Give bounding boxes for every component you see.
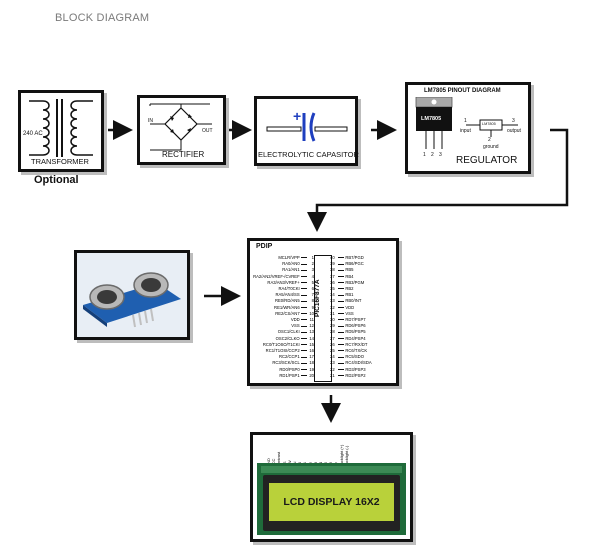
lm7805-package-icon xyxy=(415,97,453,149)
capacitor-label: ELECTROLYTIC CAPASITOR xyxy=(258,150,359,159)
mcu-pin-left-10: RE2/CS/AN7 10 xyxy=(275,310,314,316)
mcu-pin-right-3: 38 RB5 xyxy=(330,267,354,273)
page-title: BLOCK DIAGRAM xyxy=(55,12,150,24)
arrow-regulator-microcontroller xyxy=(307,128,569,232)
mcu-pin-left-2: RA0/AN0 2 xyxy=(282,261,314,267)
rectifier-out-label: OUT xyxy=(202,128,213,134)
mcu-pin-left-11: VDD 11 xyxy=(290,317,314,322)
mcu-pin-right-8: 33 RB0/INT xyxy=(330,298,362,304)
mcu-pin-left-14: OSC2/CLKO 14 xyxy=(275,335,314,341)
mcu-pin-right-13: 28 RD5/PSP5 xyxy=(330,329,366,335)
mcu-pin-left-17: RC2/CCP1 17 xyxy=(278,354,314,360)
regulator-schem-pin-2: 2 xyxy=(488,137,491,143)
lcd-pcb: LCD DISPLAY 16X2 xyxy=(257,463,406,535)
lcd-block: GNDVCCContrastRSRWEND0D1D2D3D4D5D6D7Back… xyxy=(250,432,413,542)
rectifier-block: IN OUT RECTIFIER xyxy=(137,95,226,165)
mcu-pin-right-11: 30 RD7/PSP7 xyxy=(330,317,366,322)
regulator-schematic-chip: LM7805 xyxy=(482,122,496,126)
regulator-pin-3: 3 xyxy=(439,152,442,158)
mcu-pin-right-17: 24 RC5/SDO xyxy=(330,354,364,360)
mcu-pin-right-4: 37 RB4 xyxy=(330,273,354,279)
transformer-input-label: 240 AC xyxy=(23,131,43,137)
mcu-pin-left-6: RA4/T0CKI 6 xyxy=(278,286,314,291)
mcu-part-label: PIC16F877A xyxy=(314,279,321,317)
mcu-pin-left-3: RA1/AN1 3 xyxy=(282,267,314,273)
mcu-pin-right-16: 25 RC6/TX/CK xyxy=(330,348,368,353)
mcu-pin-left-18: RC3/SCK/SCL 18 xyxy=(272,360,314,366)
lcd-screen: LCD DISPLAY 16X2 xyxy=(269,483,394,521)
regulator-chip-text: LM7805 xyxy=(421,116,442,122)
mcu-pin-left-15: RC0/T1OSO/T1CKI 15 xyxy=(262,341,314,347)
regulator-pin-1: 1 xyxy=(423,152,426,158)
mcu-pin-left-1: MCLR/VPP 1 xyxy=(278,255,314,260)
mcu-pin-left-13: OSC1/CLKI 13 xyxy=(277,329,314,335)
transformer-label: TRANSFORMER xyxy=(31,157,89,166)
mcu-pin-right-1: 40 RB7/PGD xyxy=(330,255,364,260)
ultrasonic-sensor-block xyxy=(74,250,190,340)
mcu-pin-right-9: 32 VDD xyxy=(330,304,355,310)
mcu-pin-left-8: RE0/RD/AN5 8 xyxy=(274,298,314,304)
lcd-display-text: LCD DISPLAY 16X2 xyxy=(283,496,380,508)
capacitor-icon: + xyxy=(266,108,348,142)
mcu-pin-right-10: 31 VSS xyxy=(330,310,354,316)
mcu-pin-right-18: 23 RC4/SDI/SDA xyxy=(330,360,372,366)
regulator-label: REGULATOR xyxy=(456,155,518,166)
regulator-pin-2: 2 xyxy=(431,152,434,158)
lcd-bezel: LCD DISPLAY 16X2 xyxy=(263,475,400,531)
mcu-pin-right-5: 36 RB3/PGM xyxy=(330,279,365,285)
mcu-pin-left-20: RD1/PSP1 20 xyxy=(279,372,314,378)
lcd-pcb-strip xyxy=(261,466,402,473)
rectifier-label: RECTIFIER xyxy=(162,150,205,159)
mcu-pin-left-4: RA2/AN2/VREF-/CVREF 4 xyxy=(253,273,314,279)
mcu-pin-right-15: 26 RC7/RX/DT xyxy=(330,341,368,347)
regulator-block: LM7805 PINOUT DIAGRAM LM7805 1 2 3 LM780… xyxy=(405,82,531,174)
mcu-pin-left-7: RA5/AN4/SS 7 xyxy=(275,292,314,298)
mcu-pin-right-6: 35 RB2 xyxy=(330,286,354,291)
regulator-schematic-icon xyxy=(466,119,518,137)
transformer-optional-note: Optional xyxy=(34,174,79,186)
transformer-icon xyxy=(29,99,93,157)
mcu-package-label: PDIP xyxy=(256,243,273,250)
mcu-pin-right-7: 34 RB1 xyxy=(330,292,354,298)
regulator-ground-label: ground xyxy=(483,144,499,150)
bridge-rectifier-icon xyxy=(149,103,212,151)
capacitor-block: + ELECTROLYTIC CAPASITOR xyxy=(254,96,359,166)
regulator-schem-pin-3: 3 xyxy=(512,118,515,124)
mcu-pin-right-20: 21 RD2/PSP2 xyxy=(330,372,366,378)
mcu-pin-left-9: RE1/WR/AN6 9 xyxy=(274,304,314,310)
mcu-pin-left-5: RA3/AN3/VREF+ 5 xyxy=(267,279,314,285)
regulator-header: LM7805 PINOUT DIAGRAM xyxy=(424,88,501,94)
mcu-pin-right-12: 29 RD6/PSP6 xyxy=(330,323,366,329)
rectifier-in-label: IN xyxy=(148,118,153,124)
regulator-output-label: output xyxy=(507,128,521,134)
mcu-chip-body xyxy=(314,255,332,382)
mcu-pin-right-14: 27 RD4/PSP4 xyxy=(330,335,366,341)
mcu-pin-right-2: 39 RB6/PGC xyxy=(330,261,364,267)
mcu-pin-right-19: 22 RD3/PSP3 xyxy=(330,366,366,372)
ultrasonic-sensor-image xyxy=(77,253,187,337)
transformer-block: 240 AC TRANSFORMER xyxy=(18,90,104,172)
mcu-pin-left-19: RD0/PSP0 19 xyxy=(279,366,314,372)
svg-text:+: + xyxy=(293,108,301,124)
regulator-schem-pin-1: 1 xyxy=(464,118,467,124)
regulator-input-label: input xyxy=(460,128,471,134)
mcu-pin-left-12: VSS 12 xyxy=(291,323,314,329)
mcu-pin-left-16: RC1/T1OSI/CCP2 16 xyxy=(265,348,314,353)
